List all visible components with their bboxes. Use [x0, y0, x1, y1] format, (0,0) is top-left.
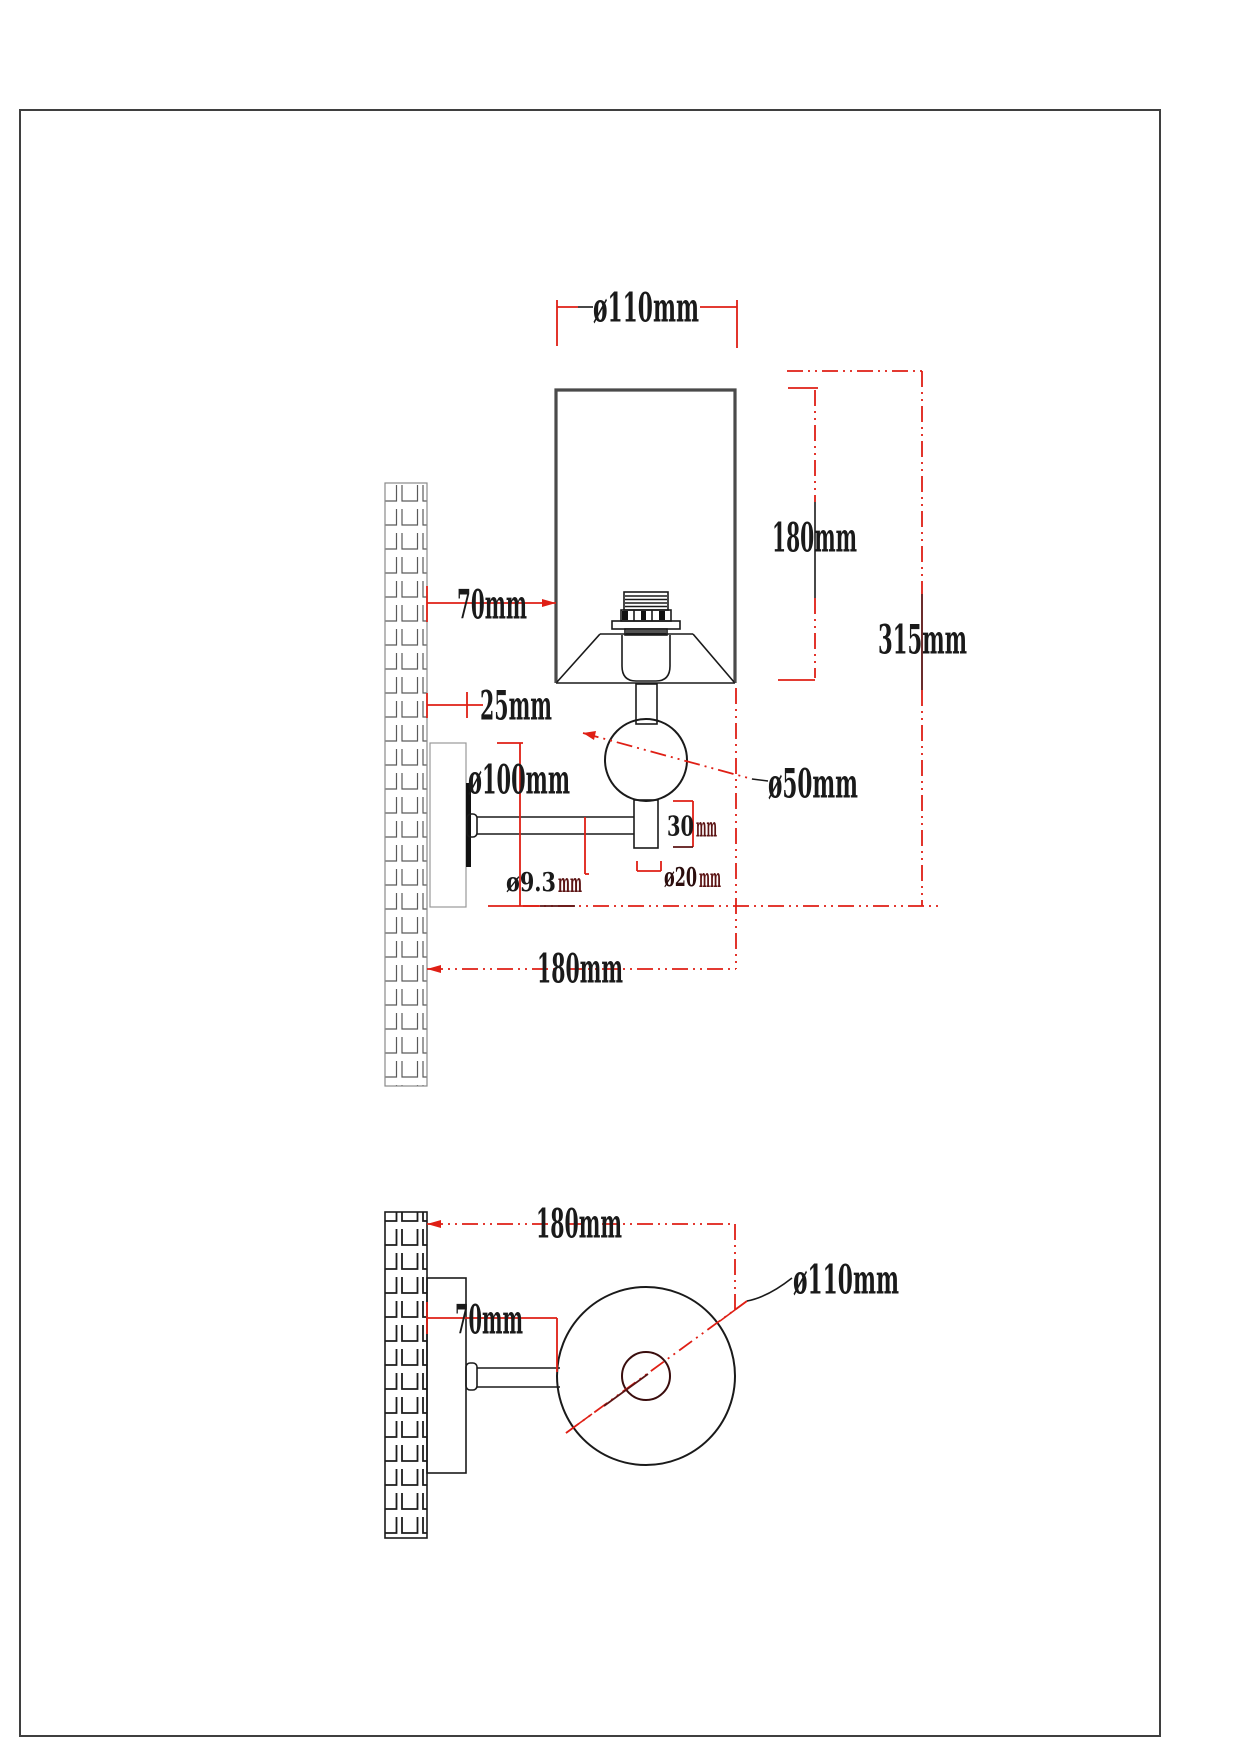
shade-height-label: 180mm	[772, 515, 857, 562]
stem-height-label: 30	[667, 812, 694, 843]
overall-height-label: 315mm	[878, 617, 967, 664]
upper-stem	[635, 683, 658, 725]
wall-section	[384, 482, 428, 1087]
overall-depth-plan-label: 180mm	[536, 1201, 622, 1248]
lamp-socket	[556, 591, 735, 683]
arm-tube-diameter-unit: mm	[558, 869, 582, 899]
side-view: ø110mm 70mm 25mm ø100mm ø50m	[384, 285, 967, 1087]
dim-stem-diameter: ø20 mm	[636, 861, 721, 894]
dim-overall-depth-plan: 180mm	[427, 1201, 736, 1315]
ball-joint	[604, 718, 688, 802]
arm-cap	[466, 813, 478, 838]
plan-view: ø110mm 180mm 70mm	[384, 1201, 899, 1539]
arm-cap-plan	[465, 1362, 478, 1391]
arm-length-label: 70mm	[457, 582, 527, 629]
lower-stem	[633, 799, 659, 849]
stem-diameter-label: ø20	[664, 863, 697, 893]
backplate-offset-label: 25mm	[480, 683, 552, 730]
dim-shade-height: 180mm	[772, 387, 857, 681]
dim-overall-depth: 180mm	[427, 688, 737, 993]
dim-backplate-offset: 25mm	[426, 683, 552, 730]
arm-length-plan-label: 70mm	[455, 1297, 523, 1344]
shade-diameter-label: ø110mm	[593, 285, 699, 332]
dim-ball-diameter: ø50mm	[582, 731, 858, 808]
dim-shade-diameter-plan: ø110mm	[565, 1257, 899, 1434]
dim-arm-length: 70mm	[426, 582, 556, 629]
backplate-diameter-label: ø100mm	[468, 757, 570, 804]
shade-circle	[556, 1286, 736, 1466]
wall-section-plan	[384, 1211, 428, 1539]
ball-diameter-label: ø50mm	[768, 761, 858, 808]
dim-shade-diameter: ø110mm	[556, 285, 738, 348]
dim-overall-height: 315mm	[787, 370, 967, 906]
page-border	[19, 109, 1161, 1737]
mount-flange	[466, 783, 471, 867]
stem-height-unit: mm	[696, 813, 717, 844]
dim-stem-height: 30 mm	[667, 800, 717, 848]
arm-tube-diameter-label: ø9.3	[506, 868, 556, 898]
holder-cup	[621, 635, 671, 682]
overall-depth-label: 180mm	[537, 946, 623, 993]
socket-circle	[621, 1351, 671, 1401]
dim-arm-tube-diameter: ø9.3 mm	[506, 817, 589, 899]
shade-outline	[554, 388, 737, 683]
shade-diameter-plan-label: ø110mm	[793, 1257, 899, 1304]
stem-diameter-unit: mm	[699, 864, 721, 894]
dim-arm-length-plan: 70mm	[426, 1297, 558, 1372]
backplate-side	[429, 742, 467, 908]
